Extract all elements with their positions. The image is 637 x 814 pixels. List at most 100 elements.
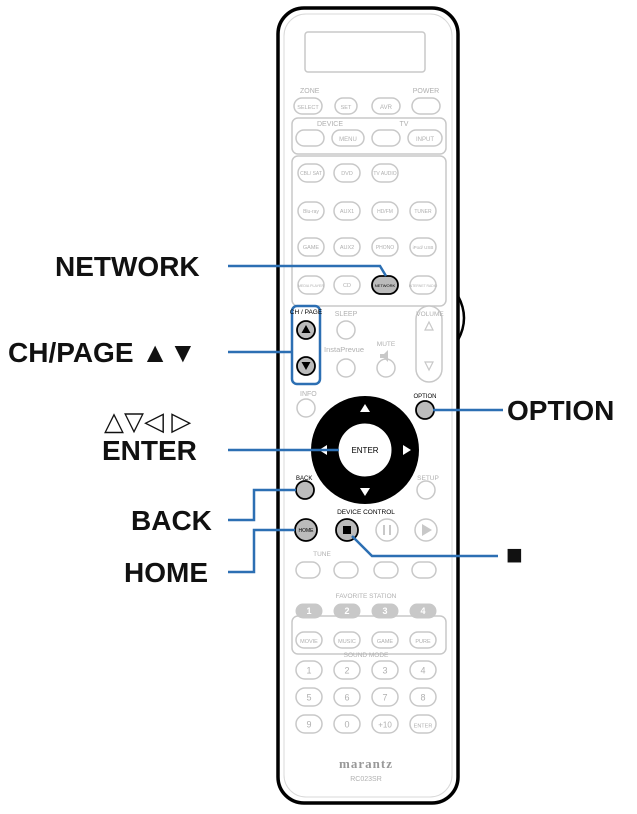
- set-button[interactable]: [334, 97, 358, 115]
- aux1-button[interactable]: [333, 201, 361, 221]
- ipod-usb-button[interactable]: [409, 237, 437, 257]
- power-button[interactable]: [411, 97, 441, 115]
- keypad-button[interactable]: [371, 714, 399, 734]
- option-key-label: OPTION: [413, 394, 436, 400]
- info-label: INFO: [300, 391, 317, 398]
- input-button[interactable]: [407, 129, 443, 147]
- keypad-button[interactable]: [333, 687, 361, 707]
- volume-up-icon: [424, 320, 434, 331]
- keypad-button[interactable]: [409, 687, 437, 707]
- sound-mode-label: SOUND MODE: [344, 652, 389, 659]
- volume-rocker[interactable]: [415, 305, 443, 383]
- aux1-label: AUX1: [340, 209, 354, 215]
- keypad-button[interactable]: [409, 660, 437, 680]
- phono-label: PHONO: [376, 245, 394, 251]
- music-button[interactable]: [333, 631, 361, 649]
- game-mode-button[interactable]: [371, 631, 399, 649]
- fav-2-button[interactable]: [333, 603, 361, 619]
- internet-radio-label: INTERNET RADIO: [409, 284, 438, 288]
- skip-back-button[interactable]: [295, 561, 321, 579]
- aux2-button[interactable]: [333, 237, 361, 257]
- setup-label: SETUP: [417, 475, 439, 482]
- game-button[interactable]: [297, 237, 325, 257]
- favorite-station-label: FAVORITE STATION: [336, 593, 397, 600]
- pause-button[interactable]: [375, 518, 399, 542]
- info-button[interactable]: [296, 398, 316, 418]
- stop-leader: [351, 535, 498, 558]
- internet-radio-button[interactable]: [409, 275, 437, 295]
- device-control-label: DEVICE CONTROL: [337, 509, 395, 516]
- select-button[interactable]: [293, 97, 323, 115]
- hdradio-button[interactable]: [371, 201, 399, 221]
- cbl-sat-label: CBL/ SAT: [300, 171, 322, 177]
- back-callout: BACK: [131, 505, 212, 536]
- side-bump: [456, 295, 466, 341]
- ch-page-down-icon: [301, 362, 311, 370]
- set-label: SET: [341, 105, 352, 111]
- keypad-button[interactable]: [333, 660, 361, 680]
- setup-button[interactable]: [416, 480, 436, 500]
- fav-1-button[interactable]: [295, 603, 323, 619]
- mute-icon: [380, 350, 388, 362]
- device-power-button[interactable]: [295, 129, 325, 147]
- pure-button[interactable]: [409, 631, 437, 649]
- sleep-button[interactable]: [336, 320, 356, 340]
- rewind-button[interactable]: [373, 561, 399, 579]
- keypad-label: 2: [344, 666, 349, 676]
- fav-4-button[interactable]: [409, 603, 437, 619]
- mute-button[interactable]: [376, 358, 396, 378]
- movie-label: MOVIE: [300, 639, 318, 645]
- ch-page-frame: [290, 304, 322, 386]
- sound-mode-frame: [291, 615, 447, 655]
- keypad-label: 4: [420, 666, 425, 676]
- keypad-button[interactable]: [295, 687, 323, 707]
- tv-audio-button[interactable]: [371, 163, 399, 183]
- back-button[interactable]: [295, 480, 315, 500]
- keypad-button[interactable]: [371, 660, 399, 680]
- avr-button[interactable]: [371, 97, 401, 115]
- dpad-right-icon: [403, 445, 411, 455]
- fav-1-label: 1: [306, 606, 311, 616]
- bluray-label: Blu-ray: [303, 209, 319, 215]
- game-label: GAME: [303, 245, 320, 251]
- movie-button[interactable]: [295, 631, 323, 649]
- stop-icon: [343, 526, 351, 534]
- keypad-button[interactable]: [295, 714, 323, 734]
- model-label: RC023SR: [350, 776, 382, 783]
- keypad-button[interactable]: [333, 714, 361, 734]
- ipod-usb-label: iPod/ USB: [413, 245, 434, 250]
- avr-label: AVR: [380, 105, 393, 111]
- keypad-button[interactable]: [295, 660, 323, 680]
- cd-button[interactable]: [333, 275, 361, 295]
- keypad-label: 7: [382, 693, 387, 703]
- keypad-label: ENTER: [414, 724, 433, 730]
- tv-power-button[interactable]: [371, 129, 401, 147]
- tune-down-button[interactable]: [333, 561, 359, 579]
- media-player-button[interactable]: [297, 275, 325, 295]
- option-button[interactable]: [415, 400, 435, 420]
- menu-button[interactable]: [331, 129, 365, 147]
- enter-callout: ENTER: [102, 435, 197, 466]
- phono-button[interactable]: [371, 237, 399, 257]
- bluray-button[interactable]: [297, 201, 325, 221]
- back-key-label: BACK: [296, 476, 312, 482]
- tv-label: TV: [400, 121, 409, 128]
- keypad-label: +10: [378, 721, 392, 730]
- arrows-callout: △▽◁ ▷: [104, 406, 192, 436]
- tuner-button[interactable]: [409, 201, 437, 221]
- pure-label: PURE: [415, 639, 431, 645]
- skip-forward-button[interactable]: [411, 561, 437, 579]
- select-label: SELECT: [297, 105, 319, 111]
- keypad-button[interactable]: [371, 687, 399, 707]
- fav-3-button[interactable]: [371, 603, 399, 619]
- instaprevue-button[interactable]: [336, 358, 356, 378]
- mute-label: MUTE: [377, 341, 396, 348]
- tune-label: TUNE: [313, 551, 331, 558]
- device-group-frame: [291, 117, 447, 155]
- stop-callout: ■: [506, 539, 523, 570]
- dvd-button[interactable]: [333, 163, 361, 183]
- keypad-button[interactable]: [409, 714, 437, 734]
- cbl-sat-button[interactable]: [297, 163, 325, 183]
